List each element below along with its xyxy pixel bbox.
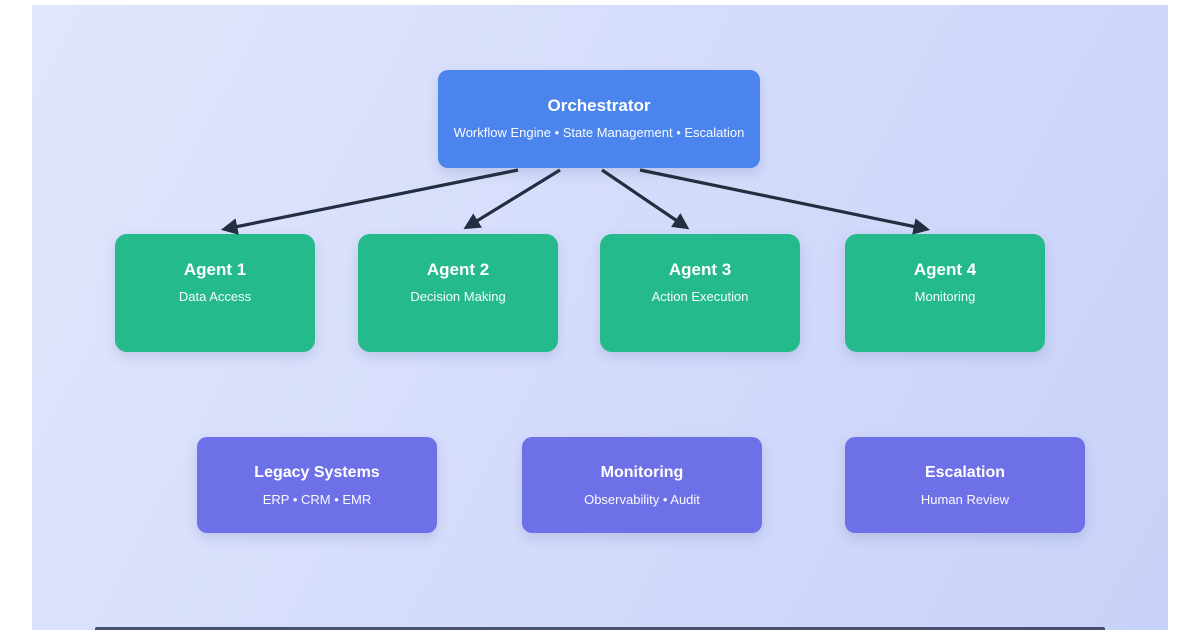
orchestrator-subtitle: Workflow Engine • State Management • Esc… [453, 125, 745, 140]
agent3-subtitle: Action Execution [651, 289, 749, 304]
orchestrator-title: Orchestrator [547, 96, 651, 115]
legacy-systems-node: Legacy Systems ERP • CRM • EMR [197, 437, 437, 533]
legacy-systems-title: Legacy Systems [254, 464, 380, 481]
escalation-subtitle: Human Review [920, 492, 1010, 507]
monitoring-subtitle: Observability • Audit [584, 492, 700, 507]
orchestrator-node: Orchestrator Workflow Engine • State Man… [438, 70, 760, 168]
agent2-node: Agent 2 Decision Making [358, 234, 558, 352]
monitoring-node: Monitoring Observability • Audit [522, 437, 762, 533]
agent2-title: Agent 2 [426, 260, 490, 279]
agent3-node: Agent 3 Action Execution [600, 234, 800, 352]
agent4-node: Agent 4 Monitoring [845, 234, 1045, 352]
footer-edge [95, 627, 1105, 630]
agent3-title: Agent 3 [668, 260, 732, 279]
agent4-title: Agent 4 [913, 260, 977, 279]
agent2-subtitle: Decision Making [410, 289, 506, 304]
escalation-node: Escalation Human Review [845, 437, 1085, 533]
legacy-systems-subtitle: ERP • CRM • EMR [262, 492, 372, 507]
agent1-node: Agent 1 Data Access [115, 234, 315, 352]
agent1-subtitle: Data Access [178, 289, 252, 304]
monitoring-title: Monitoring [600, 464, 684, 481]
escalation-title: Escalation [924, 464, 1006, 481]
agent1-title: Agent 1 [183, 260, 247, 279]
agent4-subtitle: Monitoring [914, 289, 976, 304]
